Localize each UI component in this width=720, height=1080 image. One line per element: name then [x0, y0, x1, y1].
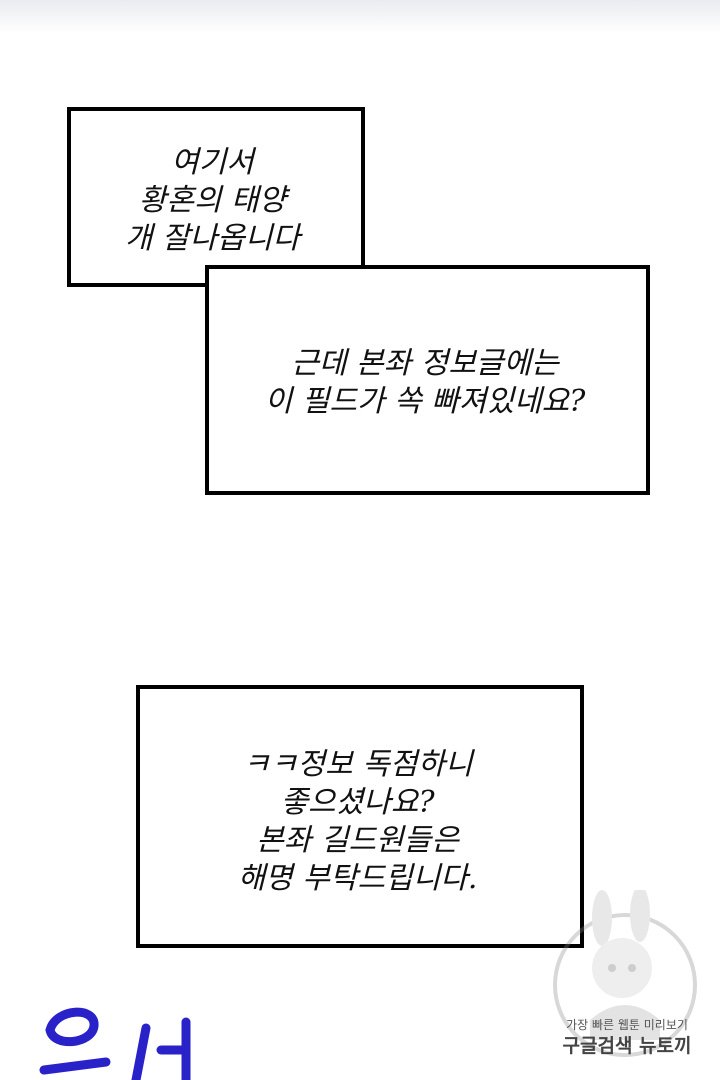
- bubble2-line: 근데 본좌 정보글에는: [291, 346, 559, 381]
- bubble3-line: 좋으셨나요?: [280, 785, 435, 820]
- bubble-text-3: ㅋㅋ정보 독점하니 좋으셨나요? 본좌 길드원들은 해명 부탁드립니다.: [160, 746, 555, 898]
- bubble3-line: 본좌 길드원들은: [256, 823, 459, 858]
- panel-seam: [209, 269, 357, 287]
- bunny-mascot-icon: [553, 890, 697, 1057]
- bubble2-line: 이 필드가 쏙 빠져있네요?: [264, 384, 586, 419]
- watermark-title: 구글검색 뉴토끼: [562, 1035, 692, 1057]
- sound-effect-lettering: [39, 1007, 191, 1080]
- bubble-text-2: 근데 본좌 정보글에는 이 필드가 쏙 빠져있네요?: [230, 345, 620, 421]
- bubble-text-1: 여기서 황혼의 태양 개 잘나옵니다: [95, 144, 330, 258]
- bubble1-line: 황혼의 태양: [138, 183, 287, 218]
- bubble3-line: ㅋㅋ정보 독점하니: [242, 747, 473, 782]
- speech-panel-third: [136, 685, 584, 948]
- bubble3-line: 해명 부탁드립니다.: [237, 861, 478, 896]
- bubble1-line: 개 잘나옵니다: [124, 221, 301, 256]
- bubble1-line: 여기서: [171, 145, 254, 180]
- speech-panel-lower: [205, 265, 650, 495]
- speech-panel-upper: [67, 107, 365, 287]
- top-gradient: [0, 0, 720, 34]
- watermark-caption: 가장 빠른 웹툰 미리보기: [566, 1018, 688, 1032]
